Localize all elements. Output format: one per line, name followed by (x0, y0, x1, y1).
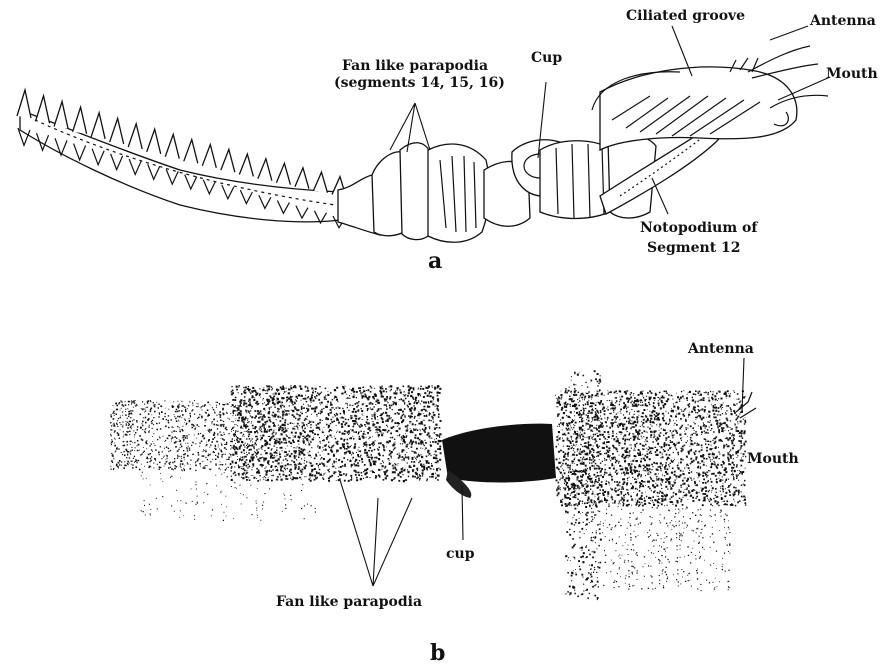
leader-antenna-b (742, 358, 744, 412)
label-mouth-a: Mouth (826, 66, 878, 82)
fan-parapodia-group (372, 143, 489, 243)
label-ciliated-groove-a: Ciliated groove (626, 8, 745, 24)
leader-fan-b (340, 480, 412, 586)
head-region (592, 46, 828, 150)
label-fan-parapodia-segments-a: (segments 14, 15, 16) (334, 75, 505, 91)
label-notopodium-a: Notopodium of (640, 220, 758, 236)
fan-parapodium-16 (428, 144, 489, 242)
label-cup-b: cup (446, 546, 475, 562)
label-mouth-b: Mouth (747, 451, 799, 467)
posterior-region (17, 90, 346, 228)
label-fan-parapodia-a: Fan like parapodia (342, 58, 488, 74)
label-antenna-b: Antenna (687, 341, 754, 357)
cup-dark-block (442, 424, 556, 483)
label-antenna-a: Antenna (809, 13, 876, 29)
panel-letter-b: b (430, 640, 445, 664)
label-fan-parapodia-b: Fan like parapodia (276, 594, 422, 610)
stippled-specimen (110, 370, 756, 600)
panel-letter-a: a (428, 248, 442, 274)
label-cup-a: Cup (531, 50, 562, 66)
leader-antenna-a (770, 26, 808, 40)
label-notopodium-segment-a: Segment 12 (647, 240, 741, 256)
panel-b-photo (110, 370, 756, 600)
